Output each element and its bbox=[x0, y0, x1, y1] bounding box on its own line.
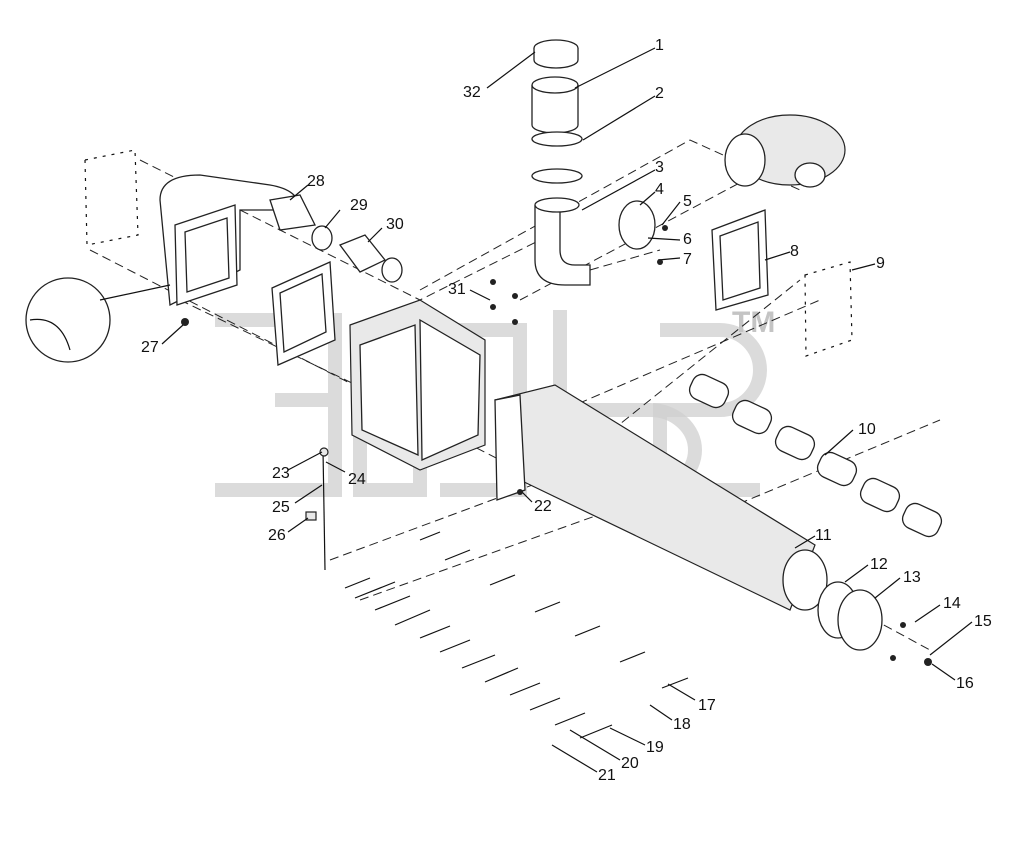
callout-9: 9 bbox=[876, 255, 885, 272]
callout-25: 25 bbox=[272, 499, 290, 516]
callout-30: 30 bbox=[386, 216, 404, 233]
callout-2: 2 bbox=[655, 85, 664, 102]
gasket-left bbox=[271, 261, 336, 366]
clamp-3 bbox=[531, 168, 583, 184]
dipstick bbox=[305, 447, 329, 571]
sleeve-30 bbox=[338, 234, 403, 283]
callout-15: 15 bbox=[974, 613, 992, 630]
callout-29: 29 bbox=[350, 197, 368, 214]
callout-20: 20 bbox=[621, 755, 639, 772]
callout-28: 28 bbox=[307, 173, 325, 190]
callout-12: 12 bbox=[870, 556, 888, 573]
callout-21: 21 bbox=[598, 767, 616, 784]
bolt-set-left bbox=[84, 149, 139, 246]
callout-1: 1 bbox=[655, 37, 664, 54]
air-duct-28 bbox=[159, 174, 316, 307]
flange-4 bbox=[618, 200, 656, 250]
callout-14: 14 bbox=[943, 595, 961, 612]
callout-18: 18 bbox=[673, 716, 691, 733]
callout-3: 3 bbox=[655, 159, 664, 176]
bolt-set-9 bbox=[804, 261, 853, 357]
callout-4: 4 bbox=[655, 181, 664, 198]
gasket-8 bbox=[711, 209, 769, 311]
manifold-gaskets-10 bbox=[688, 373, 943, 538]
callout-5: 5 bbox=[683, 193, 692, 210]
clamp-29 bbox=[311, 225, 333, 251]
callout-23: 23 bbox=[272, 465, 290, 482]
callout-6: 6 bbox=[683, 231, 692, 248]
callout-26: 26 bbox=[268, 527, 286, 544]
upper-pipe-assembly bbox=[531, 39, 656, 286]
callout-17: 17 bbox=[698, 697, 716, 714]
callout-11: 11 bbox=[815, 527, 832, 544]
detail-magnifier bbox=[25, 277, 171, 363]
turbocharger bbox=[724, 114, 846, 188]
small-fasteners bbox=[181, 225, 932, 666]
callout-16: 16 bbox=[956, 675, 974, 692]
callout-10: 10 bbox=[858, 421, 876, 438]
callout-7: 7 bbox=[683, 251, 692, 268]
leader-lines bbox=[161, 47, 973, 773]
callout-22: 22 bbox=[534, 498, 552, 515]
clamp-2 bbox=[531, 131, 583, 147]
callout-8: 8 bbox=[790, 243, 799, 260]
end-cover bbox=[817, 581, 883, 651]
bolts-and-studs bbox=[344, 531, 689, 739]
callout-19: 19 bbox=[646, 739, 664, 756]
elbow-pipe bbox=[534, 205, 591, 286]
callout-31: 31 bbox=[448, 281, 466, 298]
callout-32: 32 bbox=[463, 84, 481, 101]
callout-labels: 1 2 3 4 5 6 7 8 9 10 11 12 13 14 15 16 1… bbox=[141, 37, 992, 784]
exhaust-manifold bbox=[494, 384, 828, 611]
charge-air-cooler bbox=[349, 299, 486, 471]
callout-13: 13 bbox=[903, 569, 921, 586]
callout-27: 27 bbox=[141, 339, 159, 356]
callout-24: 24 bbox=[348, 471, 366, 488]
watermark-tm: TM bbox=[732, 306, 775, 339]
